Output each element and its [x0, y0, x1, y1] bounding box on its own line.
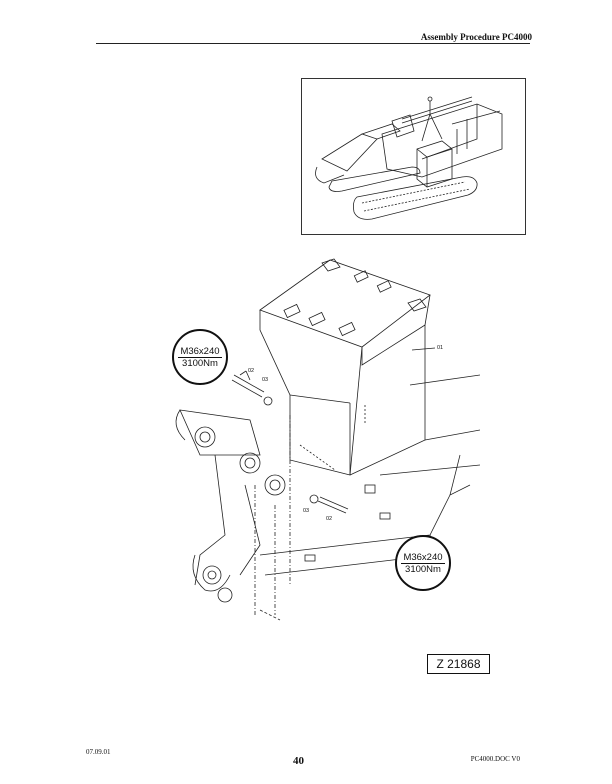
bolt-size-text: M36x240 — [178, 345, 222, 358]
torque-value-text: 3100Nm — [405, 563, 441, 575]
excavator-overview-illustration — [301, 78, 526, 235]
part-label-01: 01 — [437, 345, 444, 351]
excavator-drawing — [315, 96, 503, 220]
torque-value-text: 3100Nm — [182, 357, 218, 369]
footer-page-number: 40 — [293, 755, 304, 767]
header-rule — [96, 43, 530, 44]
part-label-03-upper: 03 — [262, 377, 269, 383]
document-header-title: Assembly Procedure PC4000 — [420, 32, 532, 42]
torque-spec-callout-lower: M36x240 3100Nm — [395, 535, 451, 591]
footer-doc-ref: PC4000.DOC V0 — [470, 755, 520, 763]
counterweight-exploded-view — [175, 258, 480, 621]
bolt-size-text: M36x240 — [401, 551, 445, 564]
torque-spec-callout-upper: M36x240 3100Nm — [172, 329, 228, 385]
part-label-03-lower: 03 — [303, 508, 310, 514]
part-label-02-upper: 02 — [248, 368, 255, 374]
part-label-02-lower: 02 — [326, 516, 333, 522]
figure-code-box: Z 21868 — [427, 654, 490, 674]
footer-date: 07.09.01 — [86, 748, 111, 756]
